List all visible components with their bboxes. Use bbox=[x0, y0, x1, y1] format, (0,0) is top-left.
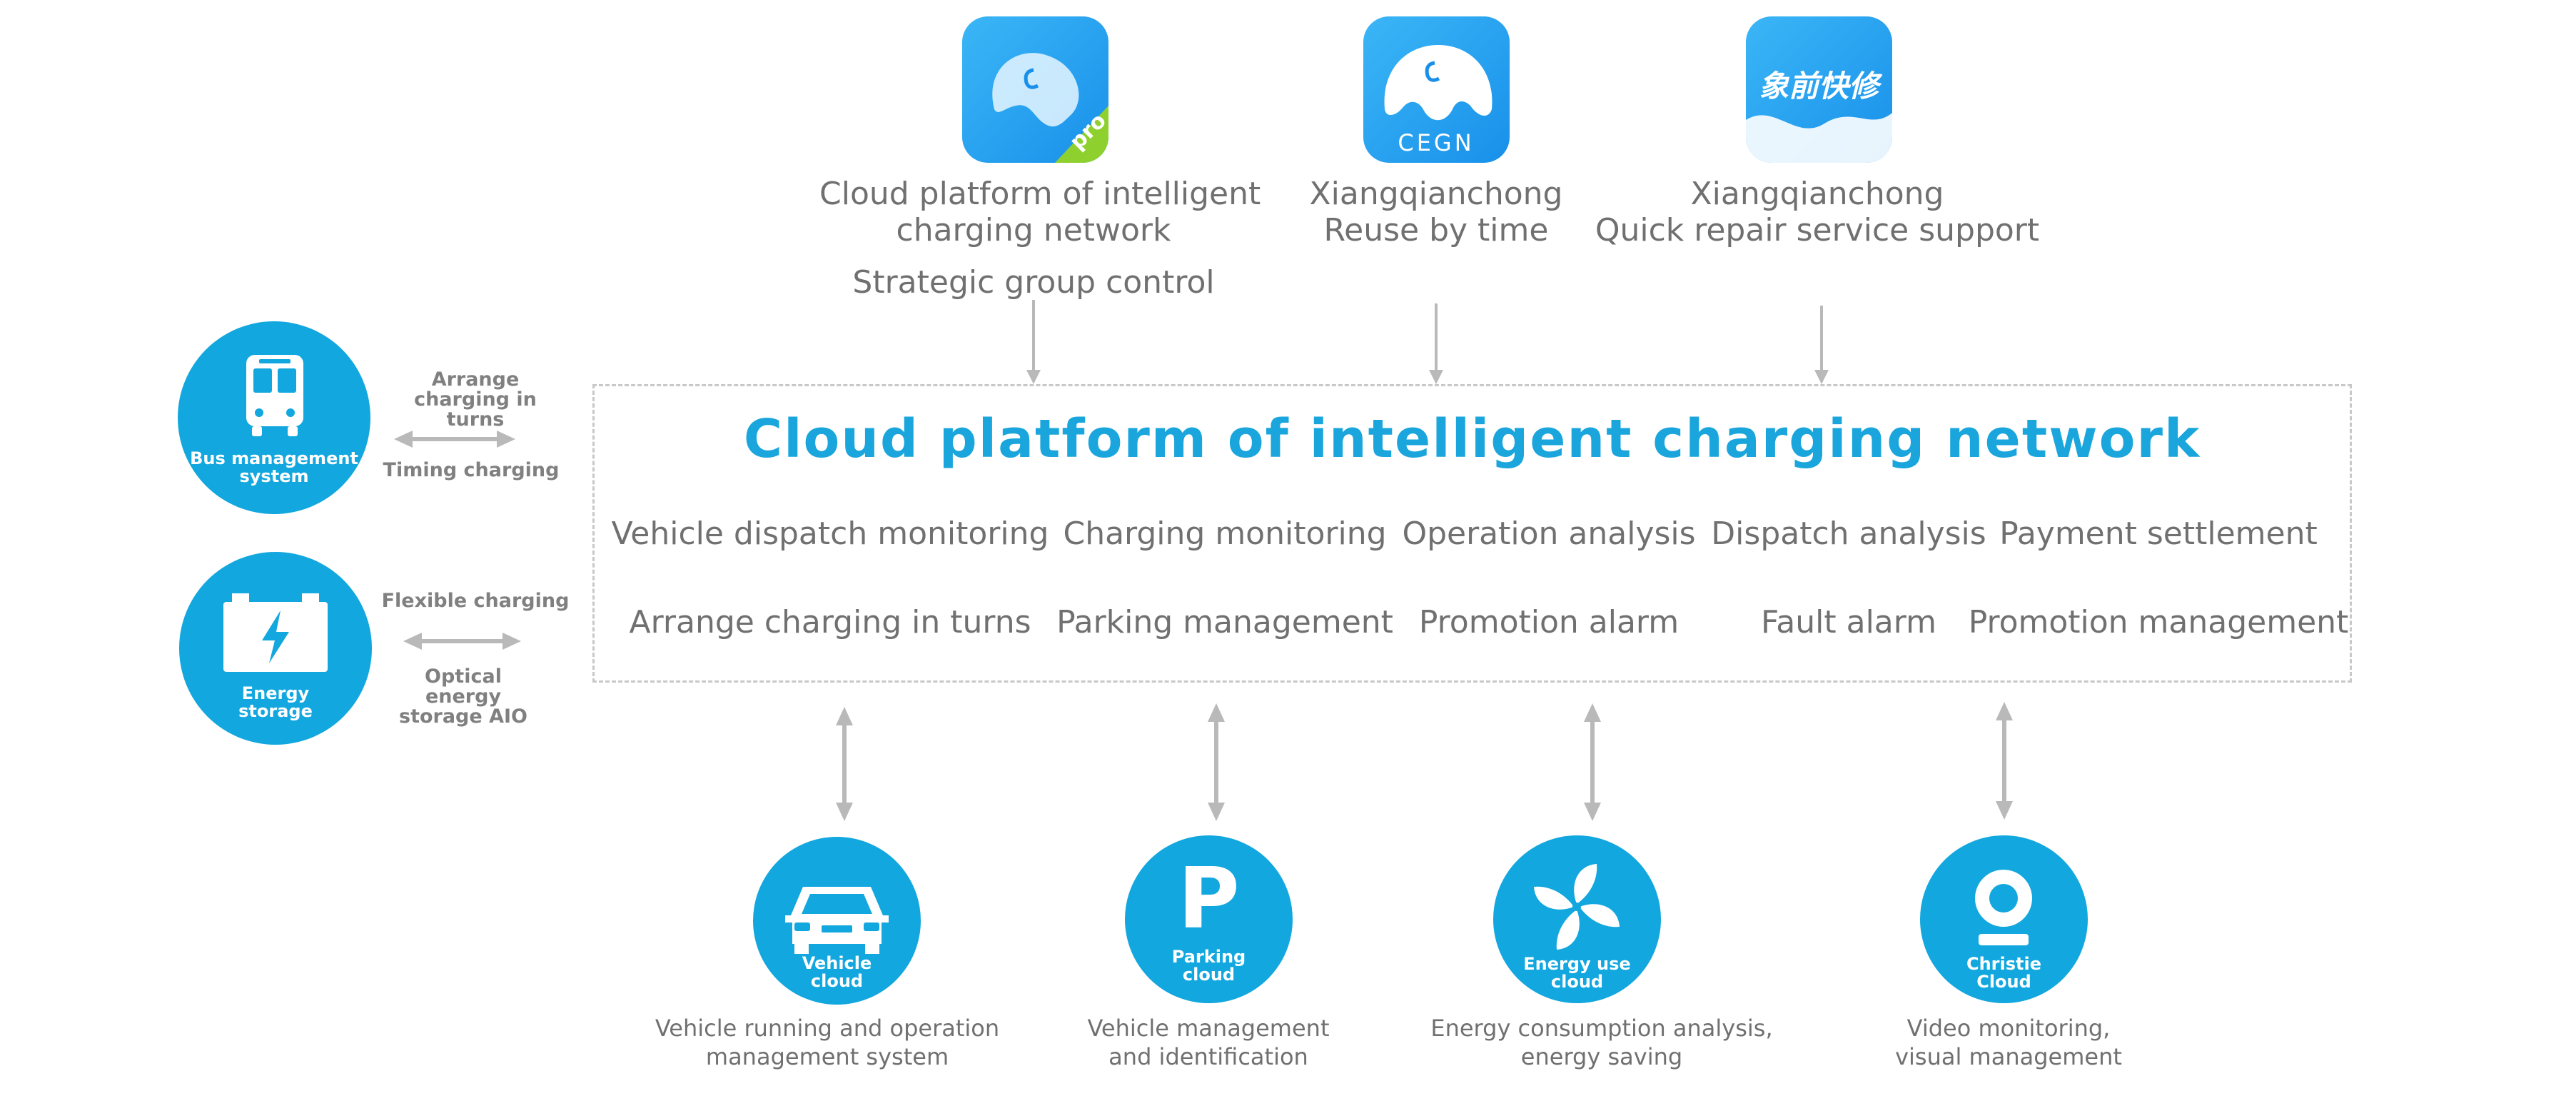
parking-cloud-desc-line-2: and identification bbox=[1108, 1043, 1308, 1070]
app-3-label-line-2: Quick repair service support bbox=[1595, 212, 2040, 248]
fan-icon bbox=[1534, 864, 1620, 950]
app-2-label-line-2: Reuse by time bbox=[1323, 212, 1549, 248]
battery-icon bbox=[223, 593, 328, 672]
app-2-label: Xiangqianchong Reuse by time bbox=[1222, 176, 1650, 248]
app-1-label: Cloud platform of intelligent charging n… bbox=[819, 176, 1261, 248]
app-3-arrowhead bbox=[1814, 370, 1829, 384]
platform-box bbox=[592, 384, 2352, 683]
feature-promotion-management: Promotion management bbox=[1968, 604, 2349, 640]
vehicle-cloud-desc: Vehicle running and operation management… bbox=[655, 1014, 999, 1071]
feature-vehicle-dispatch-monitoring: Vehicle dispatch monitoring bbox=[611, 516, 1049, 552]
feature-fault-alarm: Fault alarm bbox=[1761, 604, 1936, 640]
camera-icon bbox=[1975, 870, 2032, 945]
feature-charging-monitoring: Charging monitoring bbox=[1063, 516, 1387, 552]
app-1-arrowhead bbox=[1026, 370, 1041, 384]
feature-arrange-charging-in-turns: Arrange charging in turns bbox=[629, 604, 1031, 640]
christie-cloud-desc-line-1: Video monitoring, bbox=[1906, 1015, 2111, 1042]
bus-bottom-label: Timing charging bbox=[383, 459, 560, 481]
energy-bottom-label: Optical energy storage AIO bbox=[399, 665, 527, 728]
energy-use-cloud-desc-line-2: energy saving bbox=[1520, 1043, 1683, 1070]
app-1-label-line-2: charging network bbox=[896, 212, 1171, 248]
app-2-label-line-1: Xiangqianchong bbox=[1309, 176, 1563, 212]
christie-cloud-double-arrow bbox=[1996, 702, 2013, 820]
feature-operation-analysis: Operation analysis bbox=[1402, 516, 1696, 552]
elephant-quick-repair-app-icon[interactable]: 象前快修 bbox=[1746, 16, 1892, 163]
feature-dispatch-analysis: Dispatch analysis bbox=[1711, 516, 1986, 552]
parking-cloud-double-arrow bbox=[1208, 703, 1225, 821]
vehicle-cloud-double-arrow bbox=[836, 707, 853, 821]
feature-promotion-alarm: Promotion alarm bbox=[1418, 604, 1680, 640]
app-1-sublabel: Strategic group control bbox=[852, 264, 1215, 301]
app-3-label: Xiangqianchong Quick repair service supp… bbox=[1567, 176, 2067, 248]
vehicle-cloud-desc-line-2: management system bbox=[705, 1043, 949, 1070]
feature-payment-settlement: Payment settlement bbox=[1999, 516, 2318, 552]
christie-cloud-desc: Video monitoring, visual management bbox=[1895, 1014, 2122, 1071]
app-3-label-line-1: Xiangqianchong bbox=[1690, 176, 1944, 212]
app-2-arrowhead bbox=[1429, 370, 1443, 384]
vehicle-cloud-desc-line-1: Vehicle running and operation bbox=[655, 1015, 1000, 1042]
app-1-label-line-1: Cloud platform of intelligent bbox=[819, 176, 1261, 212]
christie-cloud-desc-line-2: visual management bbox=[1895, 1043, 2122, 1070]
energy-cloud-double-arrow bbox=[1584, 703, 1601, 821]
cegn-badge: CEGN bbox=[1398, 129, 1474, 156]
parking-icon: P bbox=[1178, 849, 1240, 947]
feature-parking-management: Parking management bbox=[1056, 604, 1393, 640]
bus-icon bbox=[246, 355, 303, 436]
energy-top-label: Flexible charging bbox=[381, 590, 570, 612]
car-icon bbox=[785, 887, 889, 954]
platform-title: Cloud platform of intelligent charging n… bbox=[743, 408, 2201, 470]
elephant-pro-app-icon[interactable]: pro bbox=[962, 16, 1108, 163]
energy-use-cloud-desc: Energy consumption analysis, energy savi… bbox=[1430, 1014, 1772, 1071]
parking-cloud-desc-line-1: Vehicle management bbox=[1087, 1015, 1330, 1042]
parking-cloud-desc: Vehicle management and identification bbox=[1088, 1014, 1330, 1071]
bus-top-label: Arrange charging in turns bbox=[414, 368, 537, 431]
quick-repair-badge: 象前快修 bbox=[1759, 69, 1883, 104]
elephant-cegn-app-icon[interactable]: CEGN bbox=[1363, 16, 1510, 163]
energy-use-cloud-desc-line-1: Energy consumption analysis, bbox=[1430, 1015, 1773, 1042]
